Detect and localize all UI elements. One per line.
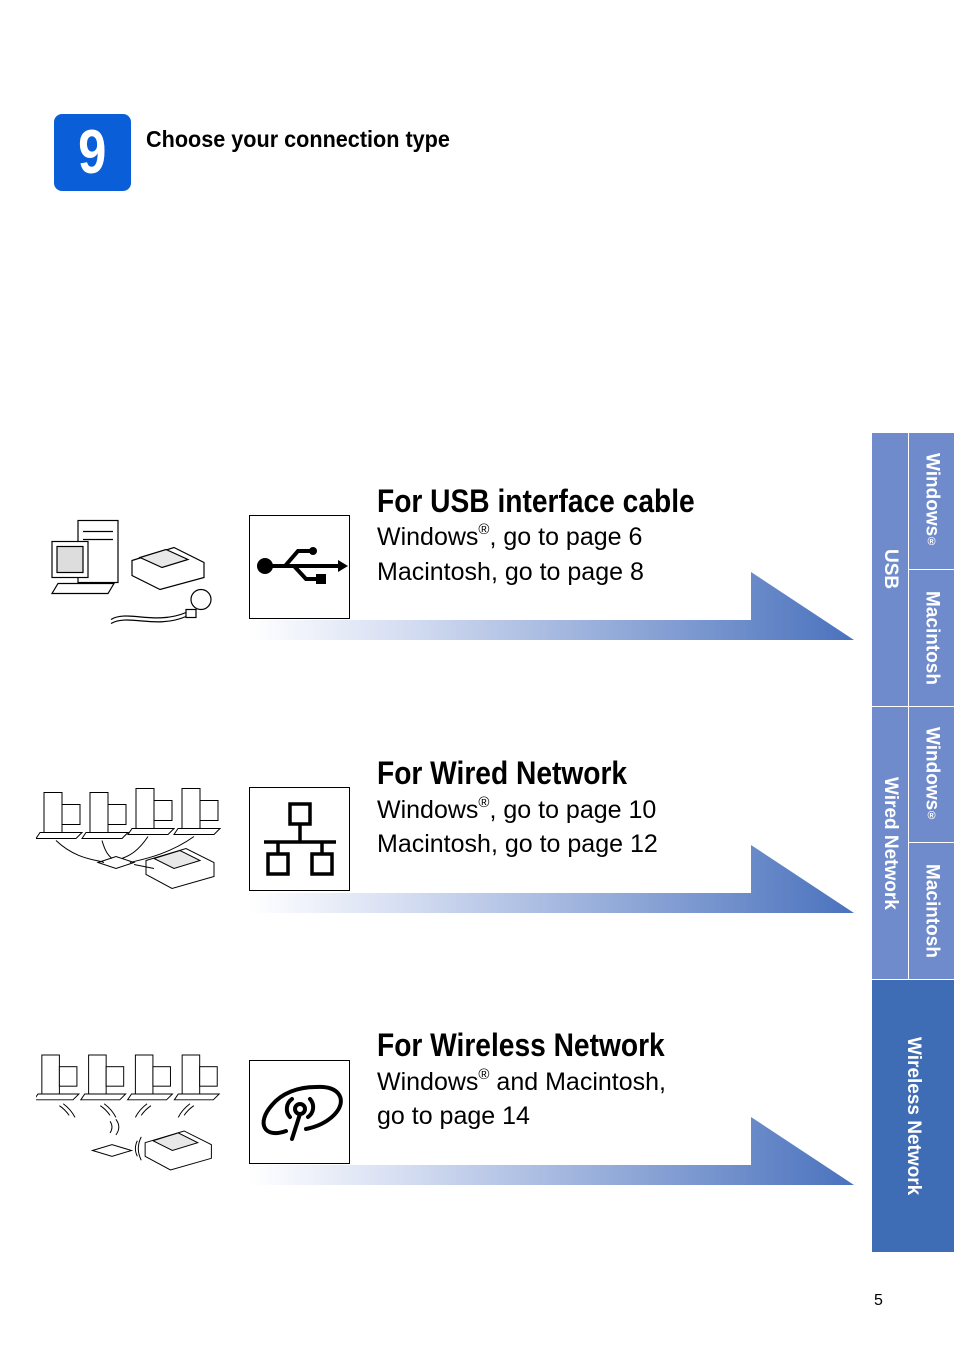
registered-mark: ® <box>478 794 490 811</box>
registered-mark: ® <box>478 1066 490 1083</box>
usb-windows-page: , go to page 6 <box>489 523 643 551</box>
section-side-tabs: USB Windows® Macintosh Wired Network Win… <box>872 433 954 1252</box>
side-tab-wired-network[interactable]: Wired Network <box>872 707 908 979</box>
computer-printer-usb-illustration <box>50 519 212 625</box>
wired-windows-line: Windows®, go to page 10 <box>377 794 657 825</box>
usb-option: For USB interface cable Windows®, go to … <box>0 480 870 680</box>
step-number-badge: 9 <box>54 114 131 191</box>
wireless-network-option: For Wireless Network Windows® and Macint… <box>0 1024 870 1224</box>
wireless-network-illustration <box>36 1054 221 1171</box>
windows-text: Windows <box>921 726 943 811</box>
wired-macintosh-line: Macintosh, go to page 12 <box>377 830 658 858</box>
registered-mark: ® <box>925 536 938 549</box>
wired-network-illustration <box>36 788 222 890</box>
usb-windows-label: Windows <box>377 523 479 551</box>
side-tab-wired-macintosh[interactable]: Macintosh <box>909 843 954 979</box>
wireless-page-line: go to page 14 <box>377 1102 530 1130</box>
wired-option-title: For Wired Network <box>377 755 628 791</box>
usb-option-title: For USB interface cable <box>377 483 695 519</box>
usb-icon-box <box>249 515 350 619</box>
side-tab-usb-macintosh[interactable]: Macintosh <box>909 570 954 706</box>
wireless-icon-box <box>249 1060 350 1164</box>
page-number: 5 <box>874 1292 883 1309</box>
side-tab-wired-macintosh-label: Macintosh <box>921 864 943 958</box>
side-tab-usb-windows[interactable]: Windows® <box>909 433 954 569</box>
wireless-windows-line: Windows® and Macintosh, <box>377 1066 666 1097</box>
wired-icon-box <box>249 787 350 891</box>
wireless-windows-label: Windows <box>377 1068 479 1096</box>
wireless-windows-macintosh: and Macintosh, <box>489 1068 666 1096</box>
side-tab-wired-windows-label: Windows® <box>921 727 943 822</box>
side-tab-wired-label: Wired Network <box>880 776 901 910</box>
usb-arrow-banner <box>249 572 854 640</box>
side-tab-usb[interactable]: USB <box>872 433 908 706</box>
registered-mark: ® <box>478 521 490 538</box>
step-number: 9 <box>78 117 107 187</box>
wired-windows-label: Windows <box>377 796 479 824</box>
usb-icon <box>257 547 348 584</box>
side-tab-usb-macintosh-label: Macintosh <box>921 591 943 685</box>
side-tab-usb-windows-label: Windows® <box>921 453 943 548</box>
wireless-network-icon <box>261 1084 343 1141</box>
side-tab-wireless-label: Wireless Network <box>903 1036 924 1196</box>
usb-windows-line: Windows®, go to page 6 <box>377 521 643 552</box>
wireless-arrow-banner <box>249 1117 854 1185</box>
registered-mark: ® <box>925 810 938 823</box>
wired-arrow-banner <box>249 845 854 913</box>
side-tab-wireless-network[interactable]: Wireless Network <box>872 980 954 1252</box>
usb-macintosh-line: Macintosh, go to page 8 <box>377 558 644 586</box>
windows-text: Windows <box>921 453 943 537</box>
wired-network-icon <box>264 802 336 876</box>
wired-windows-page: , go to page 10 <box>489 796 657 824</box>
wired-network-option: For Wired Network Windows®, go to page 1… <box>0 752 870 952</box>
side-tab-usb-label: USB <box>880 549 901 590</box>
wireless-option-title: For Wireless Network <box>377 1027 665 1063</box>
side-tab-wired-windows[interactable]: Windows® <box>909 707 954 842</box>
step-title: Choose your connection type <box>146 126 450 152</box>
